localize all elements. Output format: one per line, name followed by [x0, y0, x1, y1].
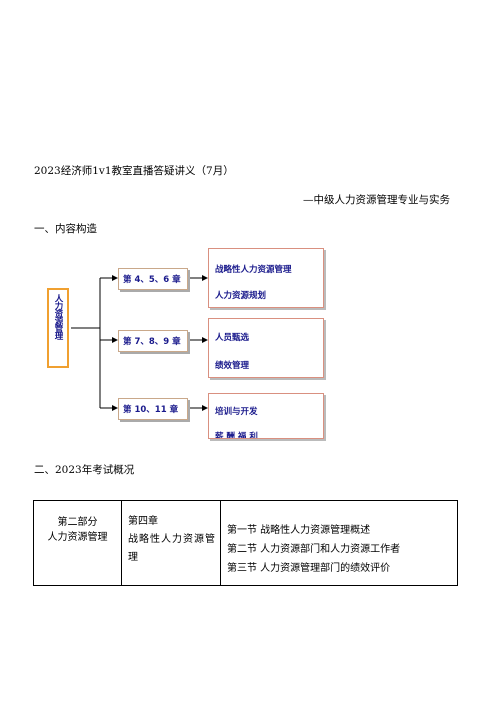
part-label: 第二部分	[57, 517, 98, 528]
section-item: 第二节 人力资源部门和人力资源工作者	[227, 544, 401, 555]
exam-overview-table: 第二部分 人力资源管理 第四章 战略性人力资源管 理 第一节 战略性人力资源管理…	[33, 500, 458, 586]
section-item: 第三节 人力资源管理部门的绩效评价	[227, 563, 391, 574]
chapter-number: 第四章	[128, 516, 158, 527]
diagram-leaf-group-1: 战略性人力资源管理 人力资源规划	[208, 248, 324, 308]
table-cell-chapter: 第四章 战略性人力资源管 理	[121, 500, 221, 586]
section-heading-structure: 一、内容构造	[34, 223, 97, 235]
section-item: 第一节 战略性人力资源管理概述	[227, 525, 371, 536]
section-heading-exam-overview: 二、2023年考试概况	[34, 464, 135, 476]
document-subtitle: —中级人力资源管理专业与实务	[303, 194, 450, 206]
chapter-title: 战略性人力资源管	[128, 534, 216, 545]
part-name: 人力资源管理	[47, 532, 108, 543]
leaf-training: 培训与开发	[215, 407, 258, 417]
document-title: 2023经济师1v1教室直播答疑讲义（7月）	[34, 165, 234, 177]
chapter-title-continued: 理	[128, 552, 138, 563]
diagram-group-chapters-10-11: 第 10、11 章	[118, 398, 188, 420]
table-cell-part: 第二部分 人力资源管理	[33, 500, 122, 586]
table-row: 第二部分 人力资源管理 第四章 战略性人力资源管 理 第一节 战略性人力资源管理…	[33, 500, 458, 586]
diagram-leaf-group-2: 人员甄选 绩效管理	[208, 318, 324, 378]
leaf-performance: 绩效管理	[215, 361, 250, 371]
table-cell-sections: 第一节 战略性人力资源管理概述 第二节 人力资源部门和人力资源工作者 第三节 人…	[220, 500, 458, 586]
diagram-root-hr-management: 人力资源管理	[47, 288, 69, 368]
diagram-group-chapters-7-9: 第 7、8、9 章	[118, 330, 188, 352]
leaf-hr-planning: 人力资源规划	[215, 291, 267, 301]
diagram-leaf-group-3: 培训与开发 薪 酬 福 利	[208, 393, 324, 439]
leaf-recruitment: 人员甄选	[215, 333, 250, 343]
leaf-compensation: 薪 酬 福 利	[215, 432, 258, 439]
leaf-strategic-hrm: 战略性人力资源管理	[215, 265, 292, 275]
diagram-group-chapters-4-6: 第 4、5、6 章	[118, 268, 188, 290]
